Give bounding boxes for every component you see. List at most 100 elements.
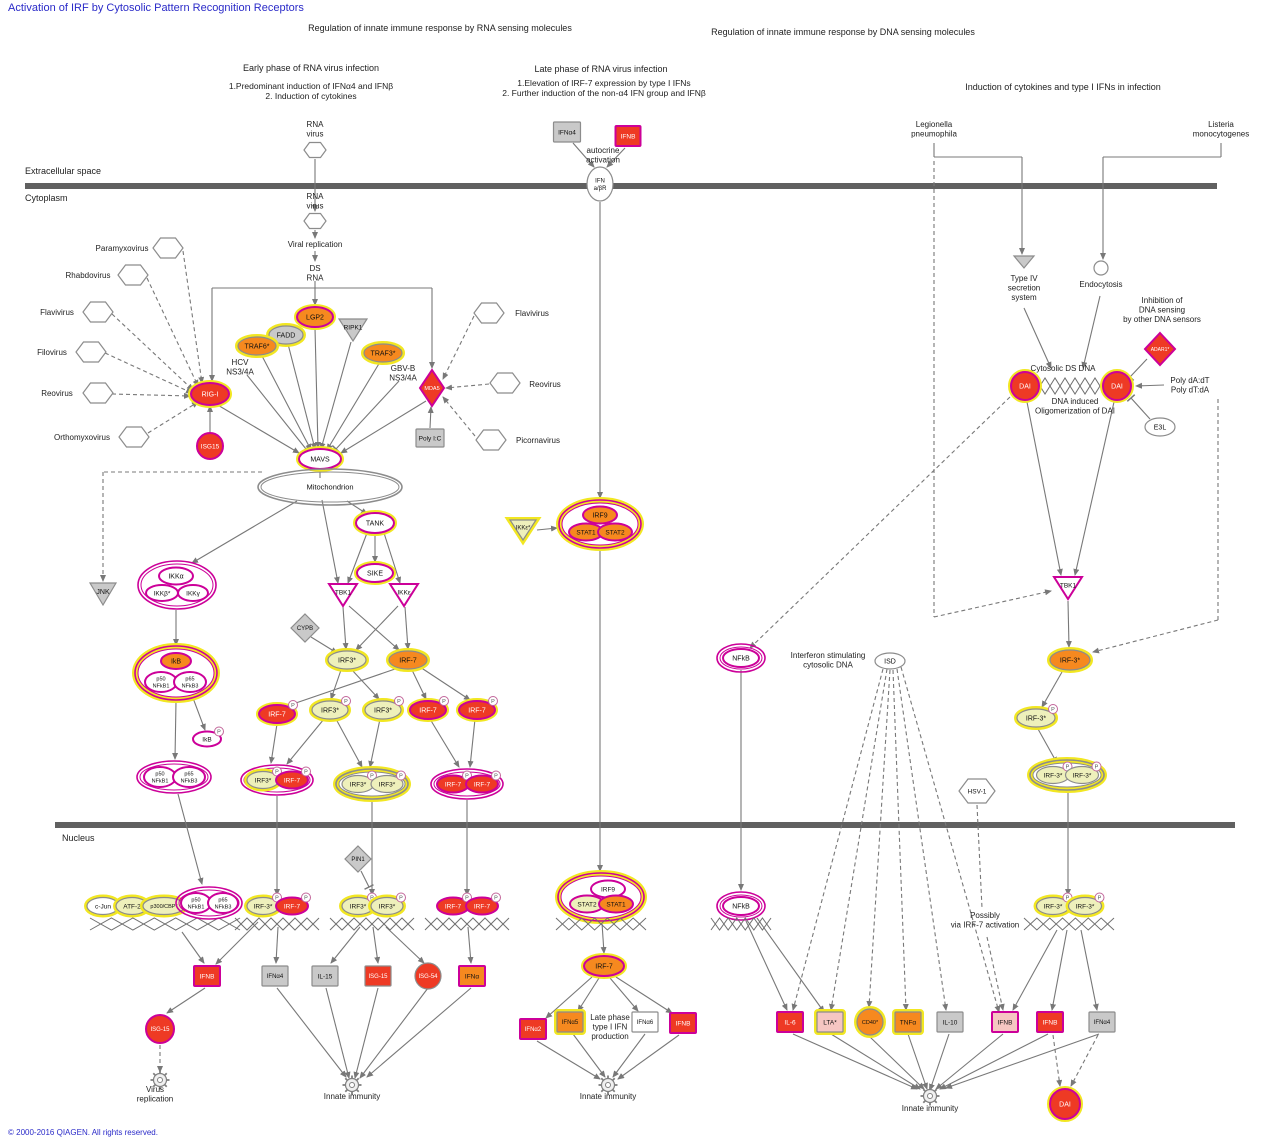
rna-virus-cyto[interactable] — [303, 212, 327, 230]
ifnb-late[interactable]: IFNB — [669, 1012, 697, 1034]
irf7-cyto[interactable]: IRF-7 — [386, 648, 430, 672]
ifna4-top[interactable]: IFNα4 — [552, 121, 582, 143]
isg15-bottom[interactable]: ISG-15 — [145, 1014, 175, 1044]
ikkb[interactable]: IKKβ* — [145, 584, 179, 602]
irf3-right-p[interactable]: IRF-3*P — [1014, 704, 1058, 730]
gear-innate-immunity-1[interactable] — [342, 1075, 362, 1095]
ikka[interactable]: IKKα — [158, 566, 194, 586]
dai-1[interactable]: DAI — [1008, 369, 1042, 403]
nnfkb[interactable]: NFkB — [722, 896, 760, 916]
rdimer-b[interactable]: IRF-3*P — [1064, 761, 1102, 785]
il15-gene[interactable]: IL-15 — [311, 965, 339, 987]
stat2-cyto[interactable]: STAT2 — [597, 522, 633, 542]
ifna6[interactable]: IFNα6 — [631, 1011, 659, 1033]
endocytosis-icon[interactable] — [1093, 260, 1109, 276]
dai-2[interactable]: DAI — [1100, 369, 1134, 403]
il6[interactable]: IL-6 — [776, 1011, 804, 1033]
gear-innate-immunity-2[interactable] — [598, 1075, 618, 1095]
ifnb-right-2[interactable]: IFNB — [1036, 1011, 1064, 1033]
irf3-cyto[interactable]: IRF3* — [325, 648, 369, 672]
pin1[interactable]: PIN1 — [344, 845, 372, 873]
ifna4-gene[interactable]: IFNα4 — [261, 965, 289, 987]
rna-virus-top[interactable] — [303, 141, 327, 159]
nstat2[interactable]: STAT2 — [569, 894, 605, 914]
hsv1[interactable]: HSV-1 — [958, 778, 996, 804]
isg15-gene[interactable]: ISG-15 — [364, 965, 392, 987]
isd[interactable]: ISD — [874, 652, 906, 670]
nirf7-3[interactable]: IRF-7P — [465, 892, 501, 916]
ifna4-right[interactable]: IFNα4 — [1088, 1011, 1116, 1033]
ifnb-gene[interactable]: IFNB — [193, 965, 221, 987]
isg15-cyto[interactable]: ISG15 — [196, 432, 224, 460]
ifnb-right-1[interactable]: IFNB — [991, 1011, 1019, 1033]
gear-innate-immunity-3[interactable] — [920, 1086, 940, 1106]
irf7-p2[interactable]: IRF-7P — [407, 696, 449, 722]
il10[interactable]: IL-10 — [936, 1011, 964, 1033]
lgp2[interactable]: LGP2 — [294, 304, 336, 330]
nirf7-1[interactable]: IRF-7P — [275, 892, 311, 916]
rigi[interactable]: RIG-I — [188, 380, 232, 408]
reovirus-right[interactable] — [489, 372, 521, 394]
irf7-p3[interactable]: IRF-7P — [456, 696, 498, 722]
flavivirus-right[interactable] — [473, 302, 505, 324]
ifna2[interactable]: IFNα2 — [519, 1018, 547, 1040]
irf7-p1[interactable]: IRF-7P — [256, 700, 298, 726]
irf3-p1[interactable]: IRF3*P — [309, 696, 351, 722]
sike[interactable]: SIKE — [354, 561, 396, 585]
rhabdovirus[interactable] — [117, 264, 149, 286]
e3l[interactable]: E3L — [1144, 417, 1176, 437]
tnfa[interactable]: TNFα — [892, 1009, 924, 1035]
traf3[interactable]: TRAF3* — [361, 341, 405, 365]
ifnb-top[interactable]: IFNB — [614, 125, 642, 147]
ikb[interactable]: IkB — [160, 652, 192, 670]
dimer3-irf7a[interactable]: IRF-7P — [436, 770, 472, 794]
adar1[interactable]: ADAR1* — [1143, 331, 1177, 367]
ikkg[interactable]: IKKγ — [177, 584, 209, 602]
ikke-star[interactable]: IKKε* — [504, 517, 542, 546]
tbk1[interactable]: TBK1 — [327, 583, 359, 608]
irf3-right[interactable]: IRF-3* — [1047, 647, 1093, 673]
ikke[interactable]: IKKε — [388, 583, 420, 608]
paramyxovirus[interactable] — [152, 237, 184, 259]
poly-ic[interactable]: Poly I:C — [415, 428, 445, 448]
cjun[interactable]: c-Jun — [84, 894, 122, 918]
picornavirus[interactable] — [475, 429, 507, 451]
ifna-gene[interactable]: IFNα — [458, 965, 486, 987]
cd40[interactable]: CD40* — [854, 1006, 886, 1038]
p300cbp[interactable]: p300/CBP* — [140, 894, 188, 918]
type-iv-icon[interactable] — [1012, 255, 1036, 269]
filovirus[interactable] — [75, 341, 107, 363]
tbk1-right[interactable]: TBK1 — [1052, 576, 1084, 601]
nstat1[interactable]: STAT1 — [598, 894, 634, 914]
dimer1-irf7[interactable]: IRF-7P — [275, 766, 311, 790]
lta[interactable]: LTA* — [814, 1009, 846, 1035]
mda5[interactable]: MDA5 — [418, 368, 446, 408]
flavivirus-left[interactable] — [82, 301, 114, 323]
isg54-gene[interactable]: ISG-54 — [414, 962, 442, 990]
irf9-cyto[interactable]: IRF9 — [582, 505, 618, 525]
nfkb-cyto[interactable]: NFkB — [722, 648, 760, 668]
irf7-nuc[interactable]: IRF-7 — [581, 953, 627, 979]
ifna5[interactable]: IFNα5 — [554, 1009, 586, 1035]
tank[interactable]: TANK — [353, 510, 397, 536]
traf6[interactable]: TRAF6* — [235, 334, 279, 358]
orthomyxovirus[interactable] — [118, 426, 150, 448]
irf3-p2[interactable]: IRF3*P — [362, 696, 404, 722]
reovirus-left[interactable] — [82, 382, 114, 404]
jnk[interactable]: JNK — [88, 582, 118, 607]
cypb[interactable]: CYPB — [290, 613, 320, 643]
dimer2-irf3b[interactable]: IRF3*P — [370, 770, 406, 794]
mavs[interactable]: MAVS — [296, 446, 344, 472]
dimer3-irf7b[interactable]: IRF-7P — [465, 770, 501, 794]
fadd[interactable]: FADD — [266, 323, 306, 347]
dai-bottom[interactable]: DAI — [1047, 1086, 1083, 1122]
nrdimer-b[interactable]: IRF-3*P — [1065, 892, 1105, 918]
